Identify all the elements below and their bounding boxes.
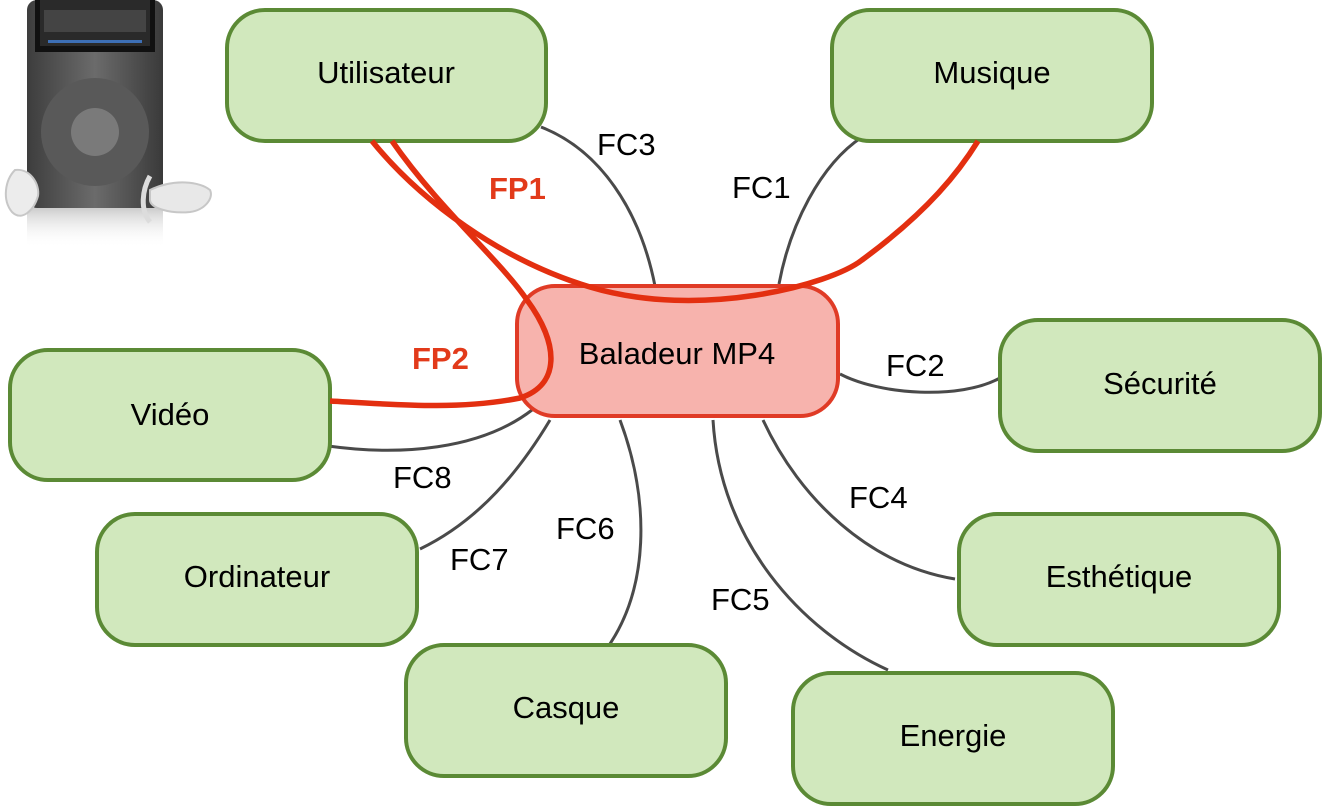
node-securite: Sécurité [998, 318, 1322, 453]
fc6-connector [603, 419, 643, 652]
fp1-label: FP1 [489, 171, 546, 206]
node-casque: Casque [404, 643, 728, 778]
fc5-connector [711, 419, 889, 672]
fc2-connector [839, 372, 1001, 394]
node-baladeur: Baladeur MP4 [515, 284, 840, 418]
fp2-line [329, 139, 554, 409]
fc8-connector [327, 408, 533, 452]
node-utilisateur-label: Utilisateur [317, 55, 455, 90]
fc3-connector [540, 125, 657, 287]
node-utilisateur: Utilisateur [225, 8, 548, 143]
fc3-label: FC3 [597, 127, 656, 162]
fc4-connector [761, 419, 956, 581]
fc7-label: FC7 [450, 542, 509, 577]
fc5-label: FC5 [711, 582, 770, 617]
fc1-connector [777, 135, 863, 285]
fp1-line [369, 139, 981, 304]
node-musique: Musique [830, 8, 1154, 143]
node-ordinateur-label: Ordinateur [184, 559, 330, 594]
node-securite-label: Sécurité [1103, 366, 1217, 401]
node-video-label: Vidéo [131, 397, 210, 432]
fc1-label: FC1 [732, 170, 791, 205]
node-casque-label: Casque [513, 690, 620, 725]
node-video: Vidéo [8, 348, 332, 482]
node-esthetique-label: Esthétique [1046, 559, 1193, 594]
fc4-label: FC4 [849, 480, 908, 515]
node-energie: Energie [791, 671, 1115, 806]
fp2-label: FP2 [412, 341, 469, 376]
node-ordinateur: Ordinateur [95, 512, 419, 647]
fc6-label: FC6 [556, 511, 615, 546]
node-energie-label: Energie [900, 718, 1007, 753]
fc7-connector [419, 419, 552, 551]
mp4-player-image [4, 0, 212, 248]
fc2-label: FC2 [886, 348, 945, 383]
fc8-label: FC8 [393, 460, 452, 495]
node-musique-label: Musique [933, 55, 1050, 90]
node-esthetique: Esthétique [957, 512, 1281, 647]
center-label: Baladeur MP4 [579, 336, 775, 371]
